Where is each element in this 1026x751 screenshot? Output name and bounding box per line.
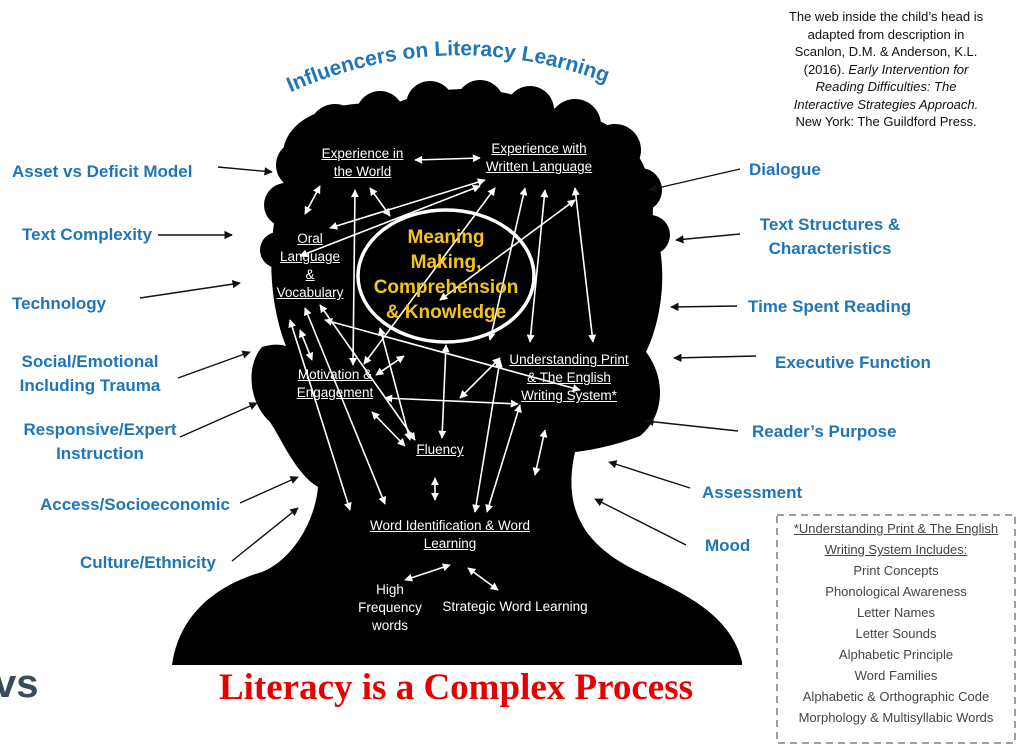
corner-fragment: vs <box>0 662 39 706</box>
influencer-time-spent-reading: Time Spent Reading <box>748 295 928 319</box>
footnote-item: Morphology & Multisyllabic Words <box>798 710 994 725</box>
influencer-label: Social/Emotional <box>21 352 159 371</box>
footnote: *Understanding Print & The English Writi… <box>781 518 1011 728</box>
footnote-item: Word Families <box>854 668 938 683</box>
footnote-item: Letter Sounds <box>855 626 937 641</box>
influencer-label: Text Complexity <box>22 225 153 244</box>
influencer-label: Characteristics <box>768 239 892 258</box>
influencer-label: Culture/Ethnicity <box>80 553 217 572</box>
footnote-item: Phonological Awareness <box>825 584 967 599</box>
influencer-label: Executive Function <box>775 353 931 372</box>
footnote-item: Letter Names <box>856 605 936 620</box>
footnote-item: Print Concepts <box>853 563 939 578</box>
citation-line: New York: The Guildford Press. <box>795 114 977 129</box>
node-label: Engagement <box>296 385 374 400</box>
influencer-culture-ethnicity: Culture/Ethnicity <box>80 551 220 575</box>
influencer-readers-purpose: Reader’s Purpose <box>752 420 912 444</box>
node-label: Experience in <box>321 146 404 161</box>
node-label: & The English <box>527 370 611 385</box>
node-label: words <box>371 618 408 633</box>
influencer-access-socioeconomic: Access/Socioeconomic <box>40 493 230 517</box>
influencer-text-complexity: Text Complexity <box>22 223 152 247</box>
influencer-label: Text Structures & <box>759 215 901 234</box>
influencer-mood: Mood <box>705 534 765 558</box>
node-label: Motivation & <box>297 367 373 382</box>
citation-book-title: Reading Difficulties: The <box>815 79 957 94</box>
node-experience-written: Experience with Written Language <box>470 140 608 176</box>
node-label: Writing System* <box>521 388 617 403</box>
influencer-asset-deficit: Asset vs Deficit Model <box>12 160 192 184</box>
influencer-assessment: Assessment <box>702 481 812 505</box>
citation-line: adapted from description in <box>807 26 965 42</box>
center-line: Comprehension <box>373 277 519 298</box>
node-understanding-print: Understanding Print & The English Writin… <box>500 351 638 405</box>
node-label: Experience with <box>491 141 587 156</box>
web-arrows <box>288 154 597 591</box>
node-experience-world: Experience in the World <box>300 145 425 181</box>
node-label: High <box>376 582 404 597</box>
node-fluency: Fluency <box>405 441 475 459</box>
influencer-label: Technology <box>12 294 107 313</box>
citation-line: Scanlon, D.M. & Anderson, K.L. <box>794 44 978 59</box>
influencer-label: Time Spent Reading <box>748 297 912 316</box>
influencer-label: Asset vs Deficit Model <box>12 162 193 181</box>
footnote-heading: *Understanding Print & The English <box>793 521 999 536</box>
node-oral-language: Oral Language & Vocabulary <box>268 230 352 302</box>
node-label: Vocabulary <box>276 285 344 300</box>
arc-title: Influencers on Literacy Learning <box>283 37 612 97</box>
center-line: Making, <box>410 252 482 273</box>
node-label: Learning <box>423 536 477 551</box>
center-label: Meaning Making, Comprehension & Knowledg… <box>366 225 526 325</box>
influencer-dialogue: Dialogue <box>749 158 849 182</box>
influencer-label: Including Trauma <box>19 376 161 395</box>
center-line: & Knowledge <box>385 302 507 323</box>
head-silhouette <box>172 89 742 666</box>
influencer-label: Access/Socioeconomic <box>40 495 230 514</box>
citation-book-title: Interactive Strategies Approach. <box>793 96 979 112</box>
influencer-label: Assessment <box>702 483 803 502</box>
influencer-label: Mood <box>705 536 751 555</box>
citation-line: The web inside the child’s head is <box>788 9 984 24</box>
citation-book-title: Early Intervention for <box>848 61 969 77</box>
bottom-title: Literacy is a Complex Process <box>218 667 694 708</box>
influencer-label: Dialogue <box>749 160 821 179</box>
node-label: & <box>305 267 315 282</box>
node-label: Strategic Word Learning <box>442 599 588 614</box>
influencer-text-structures: Text Structures & Characteristics <box>745 213 915 261</box>
influencer-label: Responsive/Expert <box>23 420 177 439</box>
influencer-label: Reader’s Purpose <box>752 422 897 441</box>
node-label: Fluency <box>416 442 464 457</box>
influencer-arrows <box>139 166 757 562</box>
node-motivation: Motivation & Engagement <box>286 366 384 402</box>
influencer-executive-function: Executive Function <box>775 351 955 375</box>
node-label: Written Language <box>485 159 593 174</box>
center-line: Meaning <box>407 227 485 248</box>
citation: The web inside the child’s head is adapt… <box>758 8 1014 131</box>
node-label: the World <box>333 164 392 179</box>
node-word-identification: Word Identification & Word Learning <box>355 517 545 553</box>
influencer-responsive-instruction: Responsive/Expert Instruction <box>15 418 185 466</box>
citation-year: (2016). <box>803 61 849 77</box>
node-high-frequency: High Frequency words <box>350 581 430 635</box>
footnote-item: Alphabetic Principle <box>838 647 954 662</box>
node-label: Word Identification & Word <box>369 518 531 533</box>
footnote-subheading: Writing System Includes: <box>824 542 968 557</box>
influencer-social-emotional: Social/Emotional Including Trauma <box>10 350 170 398</box>
footnote-item: Alphabetic & Orthographic Code <box>802 689 990 704</box>
footnote-box <box>776 514 1016 744</box>
node-strategic-word: Strategic Word Learning <box>436 598 594 616</box>
node-label: Understanding Print <box>509 352 629 367</box>
influencer-label: Instruction <box>56 444 144 463</box>
node-label: Language <box>279 249 341 264</box>
hair-texture <box>260 80 670 268</box>
influencer-technology: Technology <box>12 292 122 316</box>
citation-line: (2016). Early Intervention for <box>758 61 1014 79</box>
node-label: Oral <box>297 231 323 246</box>
node-label: Frequency <box>358 600 422 615</box>
